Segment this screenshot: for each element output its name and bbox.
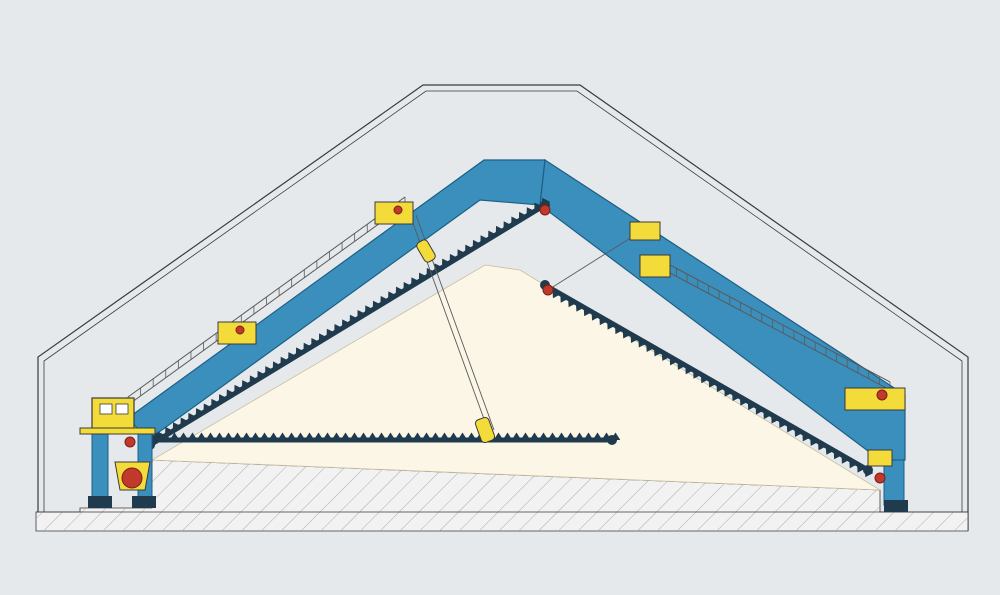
right-portal [867,389,908,512]
crusher-hopper-icon [114,461,151,491]
platform-right-upper [629,221,661,241]
wheel-bogie-icon [884,500,908,512]
drive-motor-icon [542,284,554,296]
drive-motor-icon [876,389,888,401]
cab-platform [79,427,156,435]
pivot-head-lower [474,416,496,444]
platform-right-lower [844,387,906,411]
drive-motor-icon [124,436,136,448]
drive-motor-icon [393,205,403,215]
pivot-heads [235,204,554,444]
material-pile [150,264,882,491]
cab-window [99,403,113,415]
platform-left-upper [374,201,414,225]
wheel-bogie-icon [88,496,156,508]
cab-window-2 [115,403,129,415]
right-cab-box [867,449,893,467]
left-portal [79,397,156,508]
left-leg-column [91,429,109,501]
handrail-right-girder [654,256,891,391]
drive-motor-icon [235,325,245,335]
tie-cable-right [547,231,641,291]
right-leg-column [883,459,905,506]
foundation-hatch [36,460,968,531]
drive-motor-icon [539,204,551,216]
foundation [35,459,969,532]
scraper-chain-right [540,280,874,478]
platform-right-middle [639,254,671,278]
pivot-head-left-upper [416,239,436,263]
drive-motor-icon [874,472,886,484]
